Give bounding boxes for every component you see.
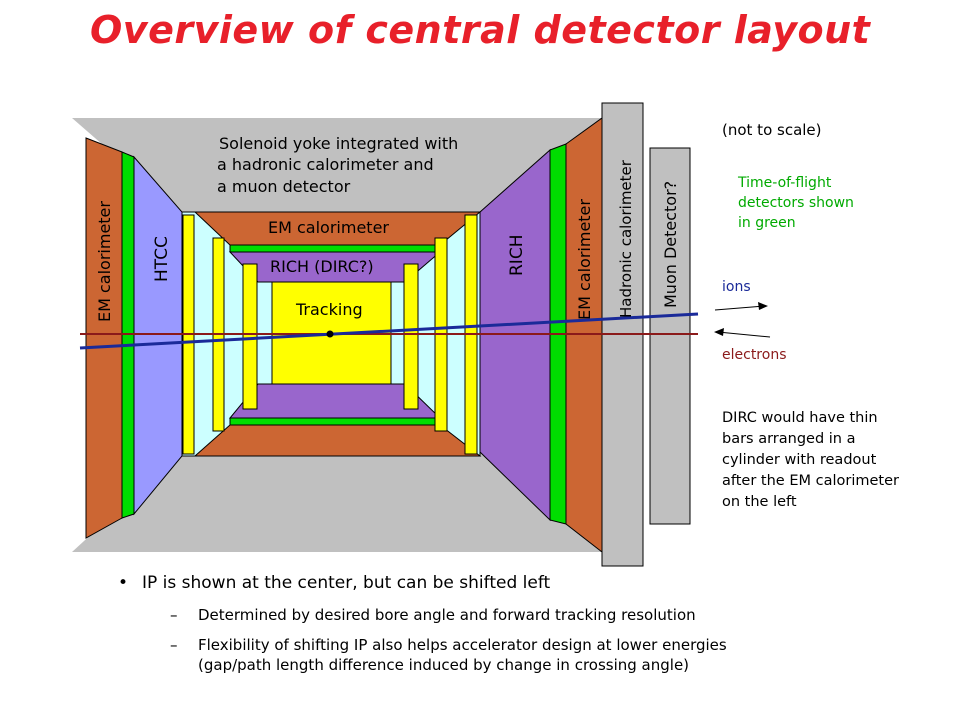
bullet-main: • IP is shown at the center, but can be … xyxy=(118,571,727,595)
solenoid-label-1: Solenoid yoke integrated with xyxy=(219,134,458,153)
solenoid-label-3: a muon detector xyxy=(217,177,351,196)
bullet-dot: • xyxy=(118,573,129,593)
em-calorimeter-right-label: EM calorimeter xyxy=(575,199,594,320)
rich-right-label: RICH xyxy=(507,235,527,276)
htcc-shape xyxy=(133,155,183,516)
bullet-dash: – xyxy=(170,606,178,624)
bullet-dash: – xyxy=(170,636,178,654)
htcc-label: HTCC xyxy=(152,236,172,282)
bullet-sub: – Determined by desired bore angle and f… xyxy=(118,605,727,625)
electrons-label: electrons xyxy=(722,347,786,363)
ion-beam-line xyxy=(79,312,699,350)
em-calorimeter-left-shape xyxy=(85,137,123,539)
tof-note-line: detectors shown xyxy=(738,195,854,211)
bullet-sub-text: Determined by desired bore angle and for… xyxy=(198,606,696,624)
rich-dirc-label: RICH (DIRC?) xyxy=(270,257,374,276)
tof-note-line: in green xyxy=(738,215,796,231)
dirc-note-line: cylinder with readout xyxy=(722,452,877,468)
yoke-top xyxy=(72,118,602,212)
tof-inner-bottom xyxy=(229,417,441,426)
muon-detector-shape xyxy=(649,147,691,525)
bullet-sub-text: (gap/path length difference induced by c… xyxy=(198,656,690,674)
dirc-note-line: DIRC would have thin xyxy=(722,410,878,426)
tof-note-line: Time-of-flight xyxy=(738,175,832,191)
tracking-label: Tracking xyxy=(295,300,363,319)
not-to-scale-note: (not to scale) xyxy=(722,121,822,139)
bullet-sub: – Flexibility of shifting IP also helps … xyxy=(118,635,727,675)
interaction-point xyxy=(326,330,334,338)
dirc-bar-r3 xyxy=(403,263,419,410)
ions-label: ions xyxy=(722,279,751,295)
muon-detector-label: Muon Detector? xyxy=(661,181,680,308)
ions-arrow xyxy=(714,305,766,311)
hadronic-calorimeter-label: Hadronic calorimeter xyxy=(617,159,635,318)
ions-arrowhead xyxy=(758,302,768,310)
bullet-main-text: IP is shown at the center, but can be sh… xyxy=(142,573,551,593)
page-title: Overview of central detector layout xyxy=(90,8,871,52)
dirc-note-line: after the EM calorimeter xyxy=(722,473,899,489)
dirc-note-line: bars arranged in a xyxy=(722,431,856,447)
solenoid-label-2: a hadronic calorimeter and xyxy=(217,155,434,174)
dirc-bar-l3 xyxy=(242,263,258,410)
yoke-bottom xyxy=(72,453,602,552)
dirc-note-line: on the left xyxy=(722,494,797,510)
em-calorimeter-center-label: EM calorimeter xyxy=(268,218,389,237)
tof-inner-top xyxy=(229,244,441,253)
bullet-sub-text: Flexibility of shifting IP also helps ac… xyxy=(198,636,727,654)
bullet-list: • IP is shown at the center, but can be … xyxy=(118,571,727,675)
electrons-arrow xyxy=(717,331,771,338)
em-calorimeter-left-label: EM calorimeter xyxy=(95,201,114,322)
electrons-arrowhead xyxy=(714,328,724,336)
tof-note: Time-of-flight detectors shown in green xyxy=(738,173,854,233)
dirc-note: DIRC would have thin bars arranged in a … xyxy=(722,408,899,513)
